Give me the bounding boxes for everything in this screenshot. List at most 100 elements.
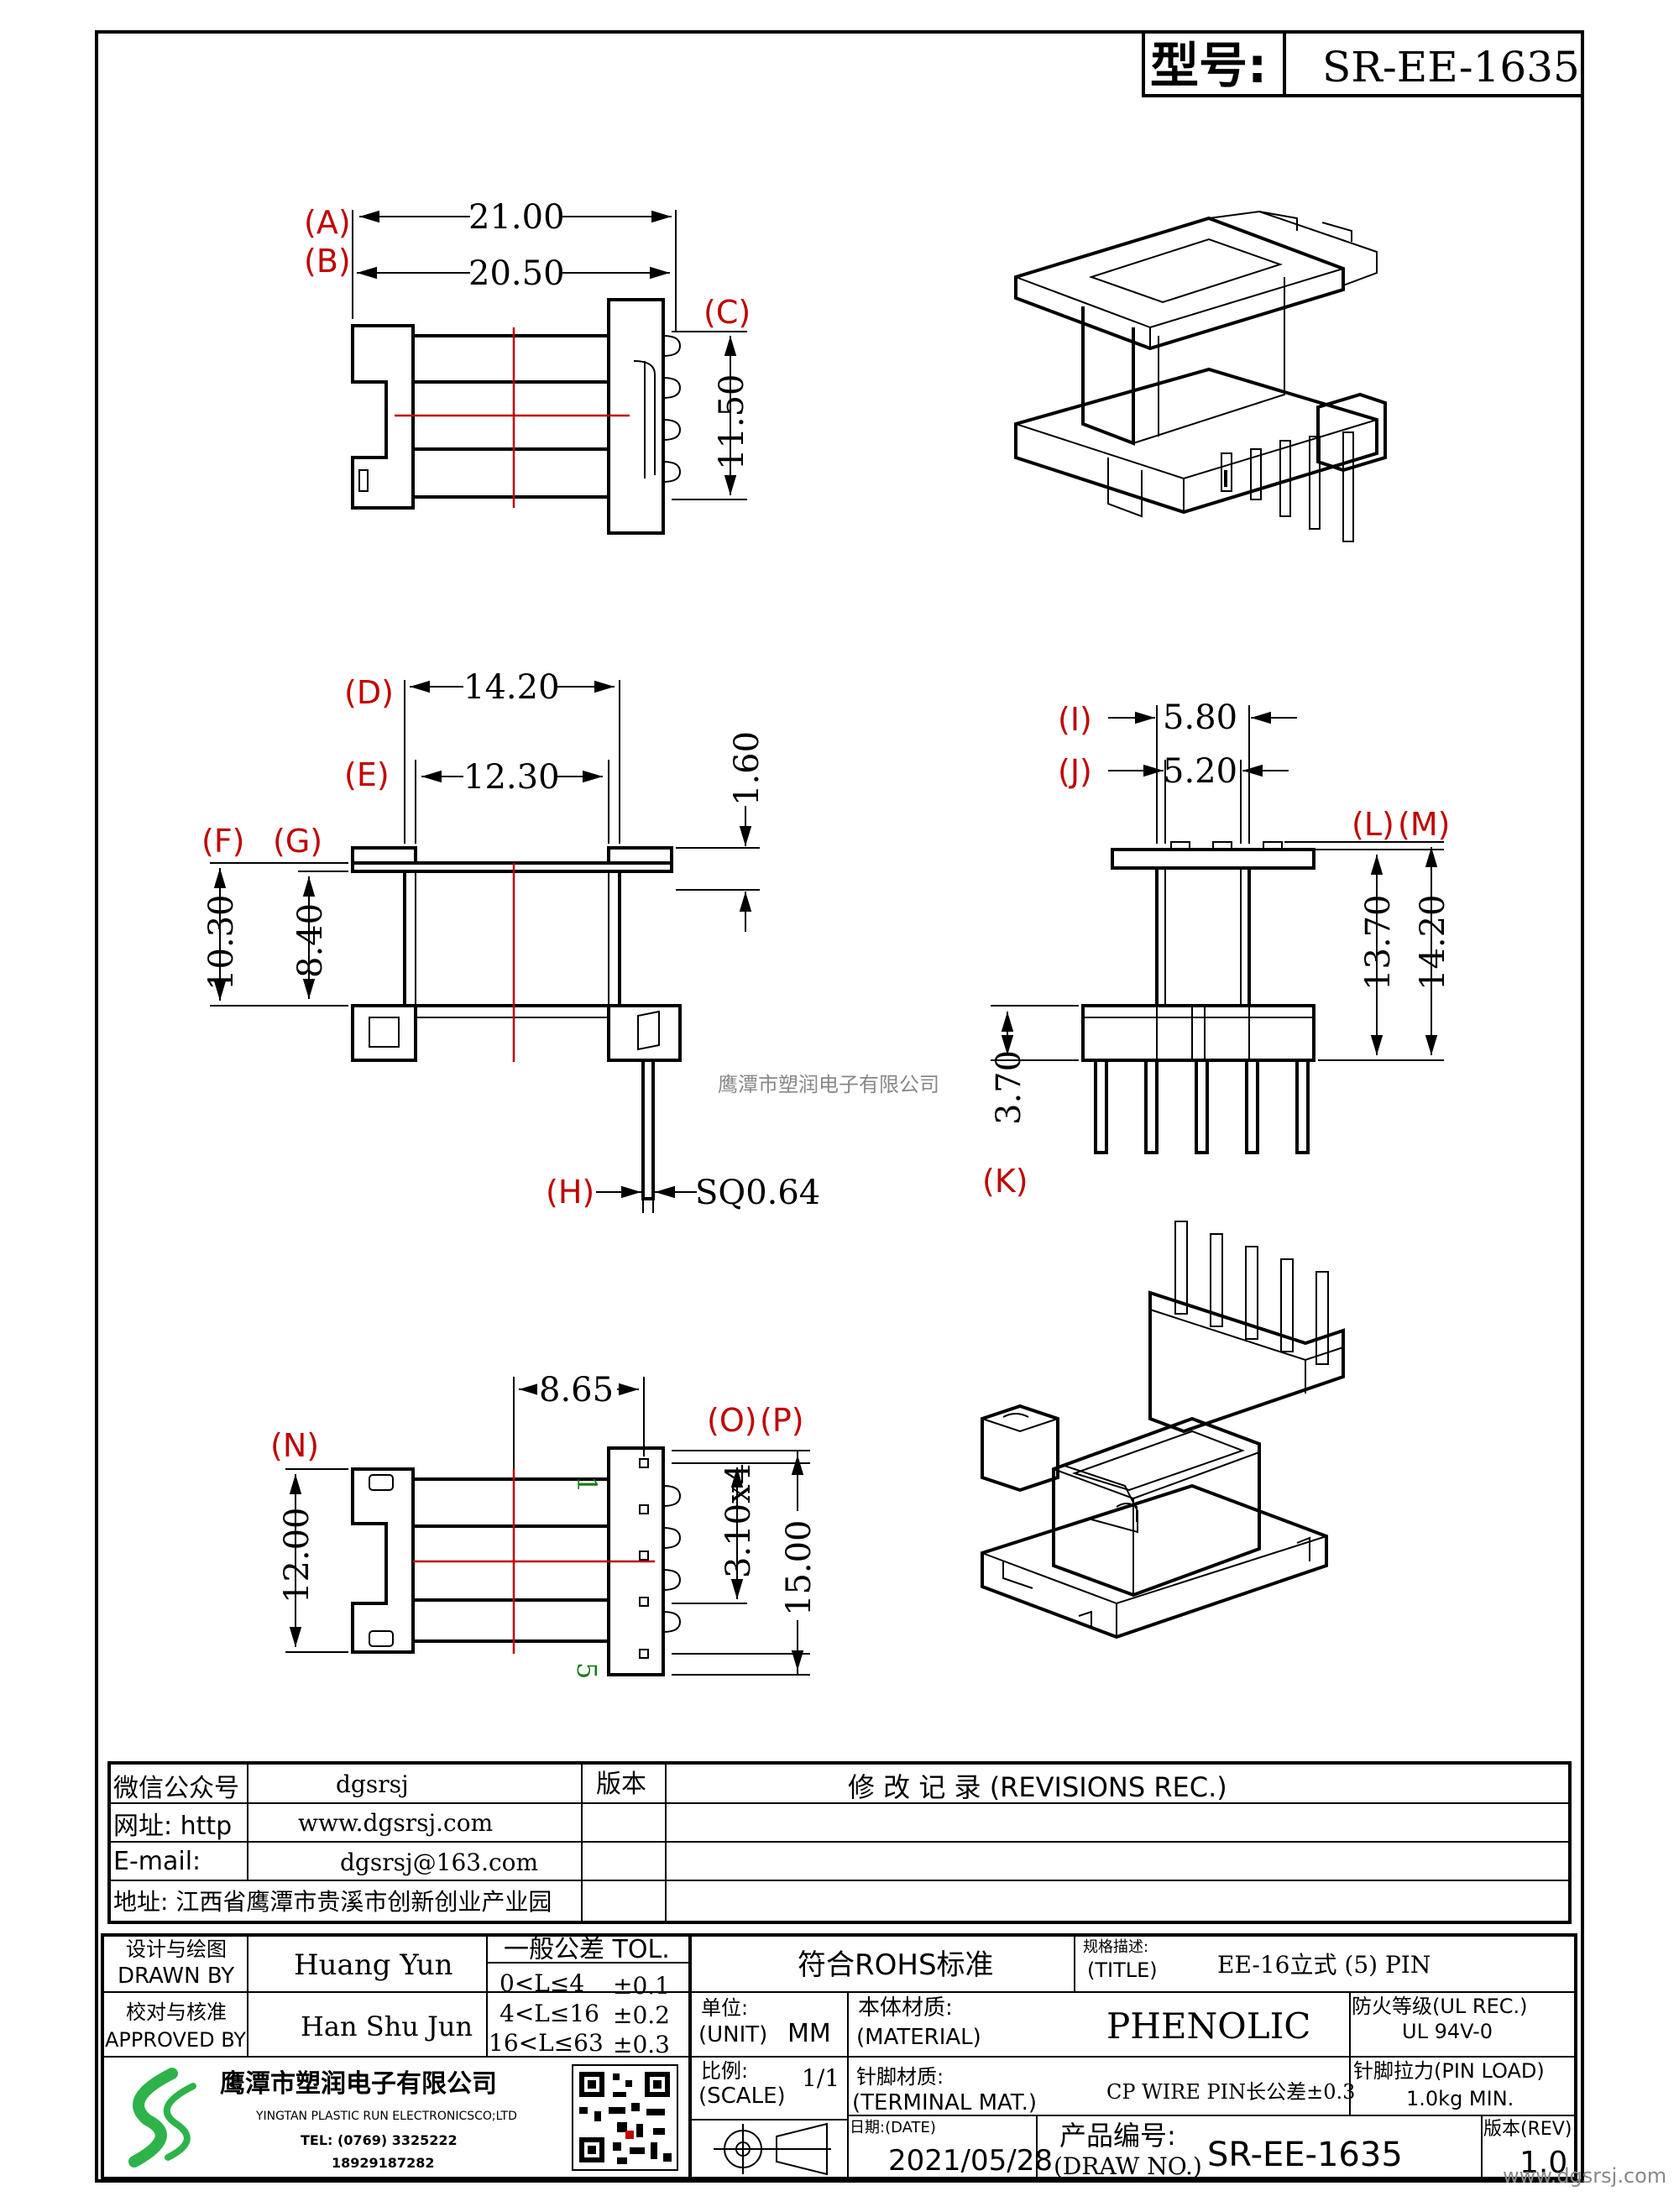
front-view: 5.80 (I) 5.20 (J) 13.70 14.20 (L) (M) 3.… (982, 698, 1452, 1200)
label-g: (G) (273, 823, 322, 860)
company-en: YINGTAN PLASTIC RUN ELECTRONICSCO;LTD (255, 2110, 517, 2123)
iso-view-2 (981, 1221, 1345, 1639)
tol-value: ±0.2 (613, 2001, 670, 2029)
date-cn: 日期:(DATE) (850, 2119, 936, 2136)
unit-value: MM (787, 2019, 831, 2048)
label-n: (N) (270, 1427, 319, 1464)
label-h: (H) (546, 1174, 594, 1211)
label-d: (D) (344, 674, 394, 711)
info-row-value: www.dgsrsj.com (298, 1809, 493, 1837)
info-row-label: 微信公众号 (113, 1774, 239, 1803)
info-row-label: 网址: http (113, 1812, 232, 1841)
drawn-by-en: DRAWN BY (118, 1964, 234, 1989)
tol-header: 一般公差 TOL. (504, 1935, 670, 1964)
dim-f: 10.30 (202, 894, 241, 991)
fire-value: UL 94V-0 (1402, 2020, 1493, 2043)
company-tel: TEL: (0769) 3325222 (301, 2132, 458, 2148)
unit-cn: 单位: (701, 1996, 748, 2020)
dim-j: 5.20 (1163, 752, 1237, 791)
approved-en: APPROVED BY (105, 2028, 246, 2052)
label-b: (B) (304, 243, 351, 280)
pin-load-cn: 针脚拉力(PIN LOAD) (1353, 2059, 1545, 2083)
dim-a: 21.00 (468, 198, 565, 237)
fire-cn: 防火等级(UL REC.) (1352, 1995, 1528, 2018)
rohs-text: 符合ROHS标准 (798, 1948, 994, 1982)
footer-url: www.dgsrsj.com (1503, 2164, 1666, 2188)
title-en: (TITLE) (1087, 1958, 1158, 1982)
company-logo (128, 2068, 196, 2168)
version-header: 版本 (596, 1770, 646, 1799)
tol-range: 16<L≤63 (489, 2029, 604, 2057)
company-cn: 鹰潭市塑润电子有限公司 (220, 2069, 497, 2099)
dim-n: 12.00 (278, 1507, 316, 1603)
dim-e: 12.30 (463, 758, 560, 797)
dim-m: 14.20 (1414, 894, 1452, 991)
unit-en: (UNIT) (698, 2022, 767, 2047)
qr-code (572, 2064, 678, 2171)
model-header: 型号: SR-EE-1635 (1142, 30, 1584, 97)
dim-p: 15.00 (780, 1519, 819, 1616)
dim-top-gap: 1.60 (728, 731, 766, 806)
dim-pitch: 8.65 (539, 1371, 614, 1409)
dim-k: 3.70 (990, 1050, 1028, 1125)
tol-value: ±0.1 (613, 1972, 670, 2000)
rev-cn: 版本(REV) (1483, 2119, 1572, 2140)
model-value: SR-EE-1635 (1322, 43, 1580, 92)
scale-en: (SCALE) (698, 2084, 786, 2109)
dim-o: 3.10x4 (719, 1463, 758, 1578)
label-j: (J) (1058, 753, 1092, 790)
model-label: 型号: (1150, 37, 1267, 94)
info-row-value: dgsrsj (336, 1770, 409, 1798)
dim-c: 11.50 (713, 374, 751, 470)
revisions-header: 修 改 记 录 (REVISIONS REC.) (848, 1771, 1227, 1803)
label-f: (F) (201, 823, 245, 860)
dim-l: 13.70 (1359, 894, 1398, 991)
label-a: (A) (304, 204, 351, 241)
dim-i: 5.80 (1163, 698, 1237, 737)
drawn-by-cn: 设计与绘图 (126, 1937, 227, 1961)
side-view: 14.20 (D) 12.30 (E) 10.30 (F) 8.40 (G) 1… (201, 668, 820, 1213)
approved-cn: 校对与核准 (126, 2000, 227, 2024)
sheet-border (95, 30, 1584, 2183)
dim-g: 8.40 (291, 903, 330, 978)
scale-value: 1/1 (802, 2064, 840, 2092)
tol-range: 4<L≤16 (500, 2000, 599, 2027)
info-table: 微信公众号 dgsrsj 网址: http www.dgsrsj.com E-m… (107, 1761, 1572, 1924)
info-row-label: 地址: 江西省鹰潭市贵溪市创新创业产业园 (113, 1888, 552, 1916)
rev-value: 1.0 (1519, 2146, 1567, 2180)
pin-load-value: 1.0kg MIN. (1406, 2087, 1514, 2110)
material-en: (MATERIAL) (856, 2025, 981, 2050)
label-l: (L) (1352, 806, 1394, 843)
title-block: 设计与绘图 DRAWN BY Huang Yun 校对与核准 APPROVED … (101, 1933, 1577, 2180)
drawno-cn: 产品编号: (1059, 2120, 1176, 2152)
terminal-en: (TERMINAL MAT.) (852, 2090, 1037, 2115)
scale-cn: 比例: (701, 2059, 748, 2083)
label-e: (E) (344, 756, 390, 793)
info-row-value: dgsrsj@163.com (340, 1849, 538, 1876)
drawno-en: (DRAW NO.) (1054, 2152, 1202, 2180)
material-cn: 本体材质: (858, 1995, 953, 2021)
info-row-label: E-mail: (113, 1847, 201, 1876)
dim-b: 20.50 (468, 254, 565, 293)
material-value: PHENOLIC (1106, 2005, 1310, 2047)
projection-symbol (714, 2122, 831, 2176)
date-value: 2021/05/28 (888, 2144, 1053, 2178)
pin-label-first: 1 (571, 1476, 603, 1493)
label-m: (M) (1398, 806, 1450, 843)
approved-name: Han Shu Jun (301, 2011, 473, 2042)
label-i: (I) (1058, 701, 1092, 738)
dim-h: SQ0.64 (695, 1174, 820, 1212)
tol-range: 0<L≤4 (500, 1969, 584, 1997)
title-value: EE-16立式 (5) PIN (1217, 1951, 1431, 1979)
company-mobile: 18929187282 (332, 2155, 434, 2171)
iso-view-1 (1014, 210, 1387, 542)
terminal-cn: 针脚材质: (856, 2065, 944, 2089)
dim-d: 14.20 (463, 668, 560, 707)
title-cn: 规格描述: (1083, 1938, 1148, 1956)
drawn-by-name: Huang Yun (294, 1948, 453, 1982)
drawno-value: SR-EE-1635 (1207, 2136, 1403, 2174)
bottom-view: 8.65 12.00 (N) 3.10x4 15.00 (O) (P) 1 5 (270, 1371, 819, 1679)
label-o: (O) (707, 1402, 757, 1439)
top-view: 21.00 (A) 20.50 (B) 11.50 (C) (304, 198, 751, 535)
